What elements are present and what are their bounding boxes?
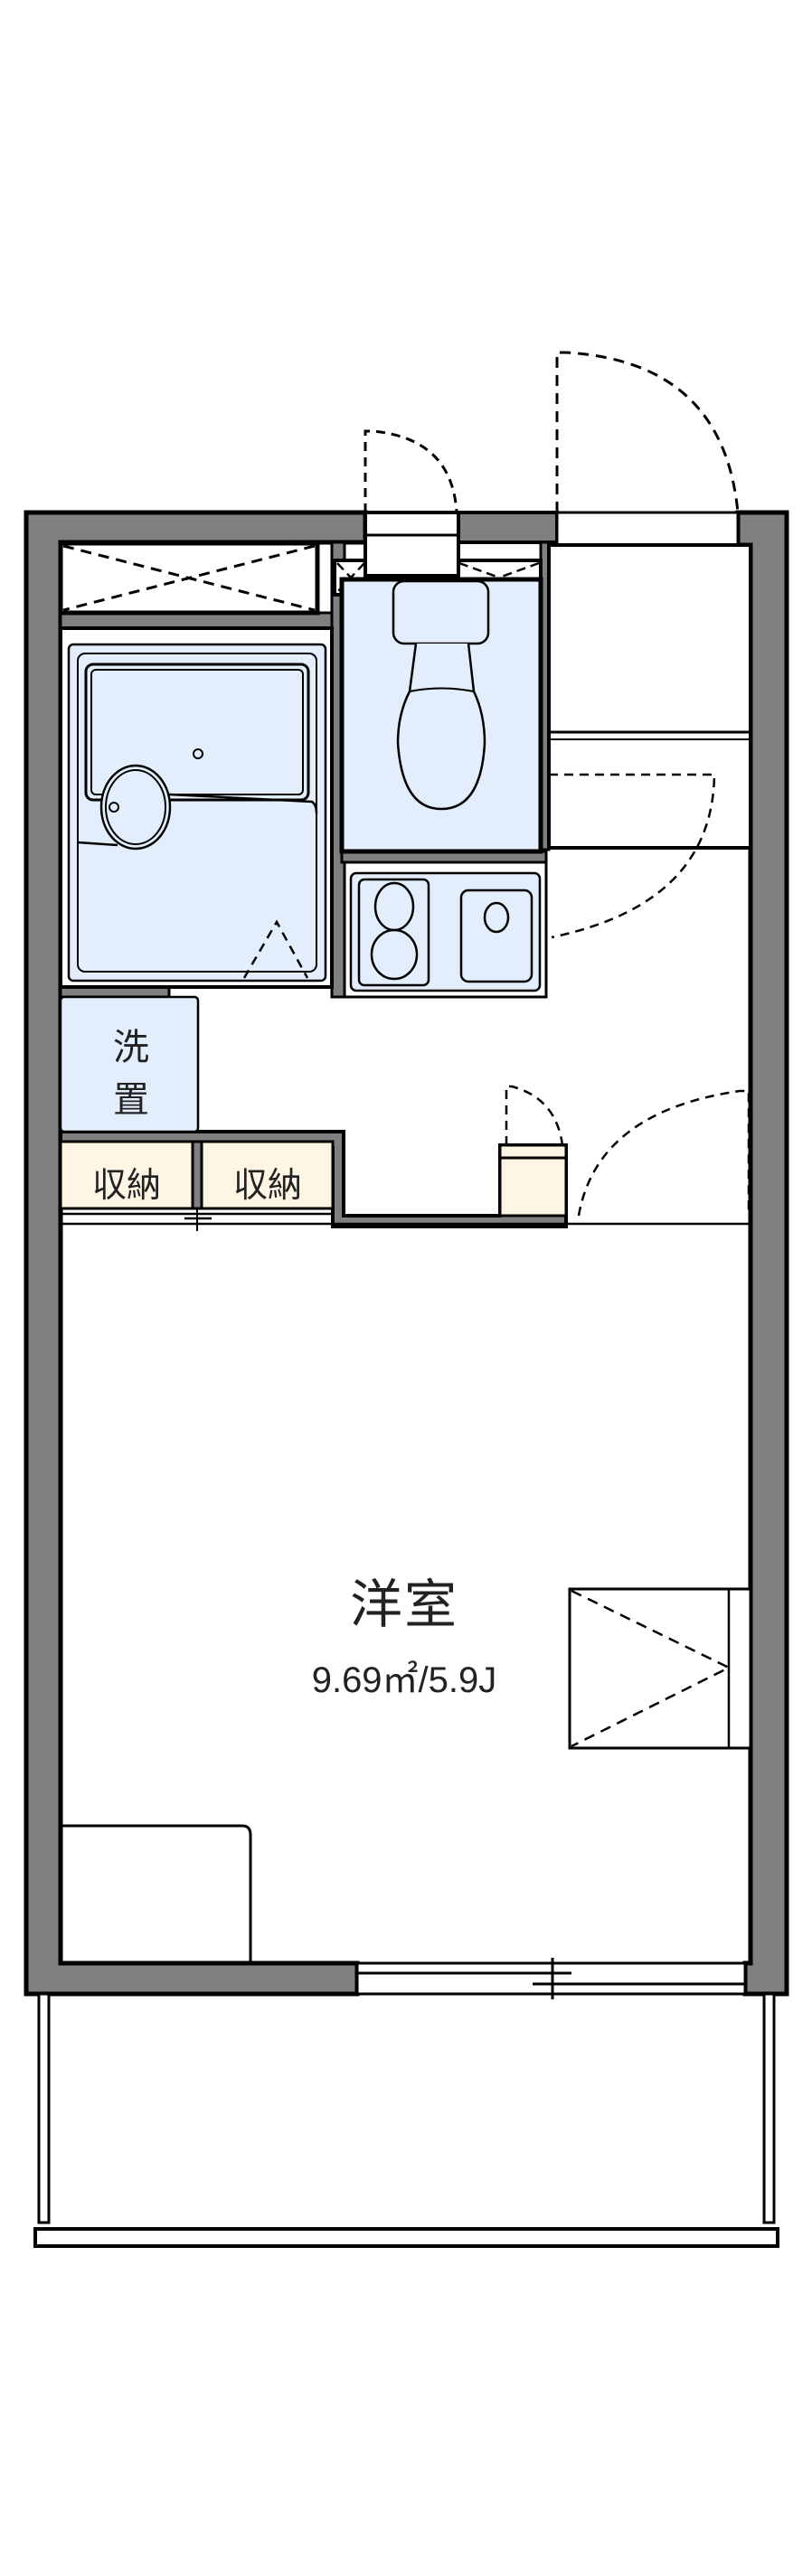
entrance-area xyxy=(547,543,752,850)
washer-label: 洗 置 xyxy=(81,1021,181,1126)
room-name-label: 洋室 xyxy=(349,1574,458,1635)
exterior-wall-top-mid xyxy=(457,511,559,544)
balcony-post-left xyxy=(37,1992,51,2224)
room-area-label: 9.69㎡/5.9J xyxy=(311,1660,497,1700)
washer-space xyxy=(59,995,200,1133)
storage-label-2: 収納 xyxy=(232,1165,302,1205)
desk xyxy=(61,1824,252,1963)
storage-label-1: 収納 xyxy=(91,1165,161,1205)
closet-small xyxy=(498,1143,568,1217)
storage-2 xyxy=(200,1140,335,1210)
top-window xyxy=(364,511,460,578)
closet-window xyxy=(568,1587,752,1750)
washer-label-line1: 洗 xyxy=(113,1027,149,1068)
washer-label-line2: 置 xyxy=(113,1079,149,1121)
balcony-rail xyxy=(33,2227,779,2248)
balcony-post-right xyxy=(762,1992,776,2224)
storage-1 xyxy=(59,1140,194,1210)
